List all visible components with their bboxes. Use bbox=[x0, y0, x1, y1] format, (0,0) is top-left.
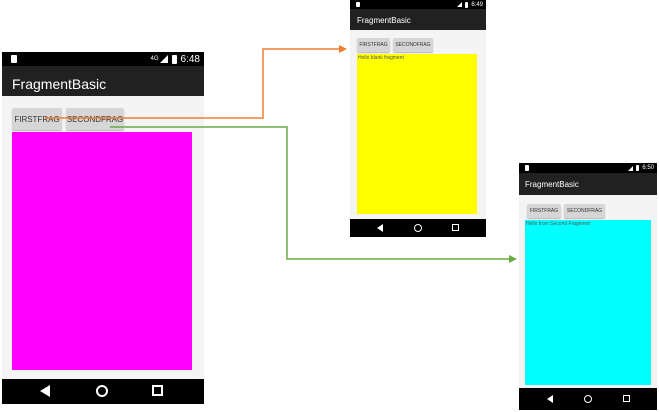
second-frag-phone-screen: 6:50 FragmentBasic FIRSTFRAG SECONDFRAG … bbox=[519, 163, 657, 410]
fragment-text: Hello blank fragment bbox=[358, 55, 404, 61]
battery-icon bbox=[171, 54, 177, 64]
content-area: FIRSTFRAG SECONDFRAG Hello from Second F… bbox=[519, 195, 657, 388]
battery-icon bbox=[465, 1, 469, 8]
back-icon[interactable] bbox=[377, 224, 383, 232]
fragment-container: Hello blank fragment bbox=[357, 54, 477, 214]
network-type-label: 4G bbox=[150, 56, 159, 62]
status-bar: 6:49 bbox=[350, 0, 486, 9]
arrow-second-frag bbox=[110, 126, 517, 263]
first-frag-button[interactable]: FIRSTFRAG bbox=[357, 38, 390, 52]
fragment-container bbox=[12, 132, 192, 370]
app-title: FragmentBasic bbox=[525, 180, 579, 189]
nav-bar bbox=[2, 379, 204, 404]
content-area: FIRSTFRAG SECONDFRAG bbox=[2, 96, 204, 379]
app-bar: FragmentBasic bbox=[350, 9, 486, 33]
back-icon[interactable] bbox=[547, 395, 553, 403]
status-time: 6:48 bbox=[180, 53, 200, 65]
recents-icon[interactable] bbox=[623, 395, 630, 402]
second-frag-button[interactable]: SECONDFRAG bbox=[564, 204, 605, 218]
main-phone-screen: 4G 6:48 FragmentBasic FIRSTFRAG SECONDFR… bbox=[2, 52, 204, 404]
arrow-first-frag bbox=[45, 45, 347, 119]
second-frag-button[interactable]: SECONDFRAG bbox=[393, 38, 433, 52]
content-area: FIRSTFRAG SECONDFRAG Hello blank fragmen… bbox=[350, 30, 486, 219]
fragment-text: Hello from Second Fragment bbox=[526, 221, 590, 227]
fragment-container: Hello from Second Fragment bbox=[525, 220, 651, 385]
status-time: 6:50 bbox=[642, 165, 654, 171]
app-title: FragmentBasic bbox=[12, 76, 107, 92]
signal-icon bbox=[628, 165, 634, 171]
first-frag-button[interactable]: FIRSTFRAG bbox=[12, 108, 62, 130]
back-icon[interactable] bbox=[40, 385, 50, 397]
battery-icon bbox=[636, 165, 640, 171]
nav-bar bbox=[519, 388, 657, 410]
sim-card-icon bbox=[11, 55, 17, 63]
app-title: FragmentBasic bbox=[357, 16, 411, 25]
home-icon[interactable] bbox=[584, 395, 592, 403]
first-frag-phone-screen: 6:49 FragmentBasic FIRSTFRAG SECONDFRAG … bbox=[350, 0, 486, 237]
second-frag-button[interactable]: SECONDFRAG bbox=[66, 108, 124, 130]
signal-icon bbox=[159, 55, 168, 63]
home-icon[interactable] bbox=[414, 224, 422, 232]
sim-card-icon bbox=[356, 2, 360, 7]
status-time: 6:49 bbox=[471, 1, 483, 8]
status-bar: 6:50 bbox=[519, 163, 657, 173]
signal-icon bbox=[457, 2, 463, 7]
recents-icon[interactable] bbox=[152, 385, 163, 396]
status-bar: 4G 6:48 bbox=[2, 52, 204, 66]
app-bar: FragmentBasic bbox=[519, 173, 657, 197]
nav-bar bbox=[350, 219, 486, 237]
home-icon[interactable] bbox=[96, 385, 108, 397]
sim-card-icon bbox=[525, 165, 529, 171]
recents-icon[interactable] bbox=[452, 224, 459, 231]
first-frag-button[interactable]: FIRSTFRAG bbox=[527, 204, 561, 218]
